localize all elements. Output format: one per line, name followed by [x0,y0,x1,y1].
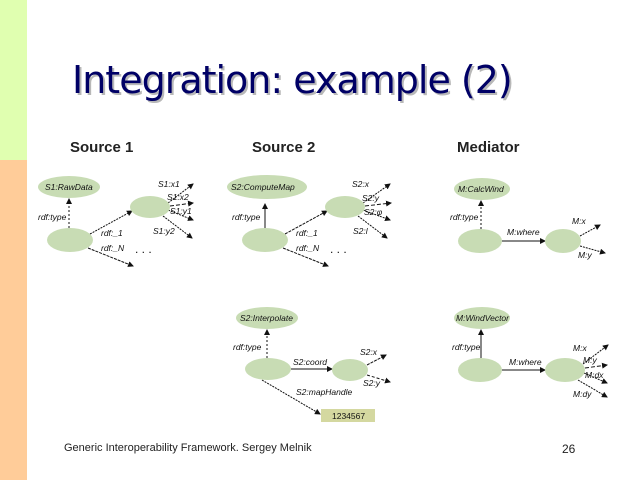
edge-label: rdf:_1 [101,228,123,238]
source2-graph: S2:ComputeMap rdf:type rdf:_1 rdf:_N . .… [227,175,383,256]
class-label: S1:RawData [45,182,93,192]
literal-value: 1234567 [332,411,365,421]
side-band-bottom [0,160,27,480]
edge-label: S1:y2 [153,226,175,236]
ellipsis: . . . [135,242,152,256]
edge-label: S2:x [360,347,378,357]
side-band-top [0,0,27,160]
class-node [454,307,510,329]
edge-label: S2:φ [364,207,383,217]
edge-label: S2:x [352,179,370,189]
class-node [236,307,298,329]
source1-graph: S1:RawData rdf:type rdf:_1 rdf:_N . . . … [38,176,192,256]
slide-title: Integration: example (2) [72,58,513,102]
edge-label: rdf:type [452,342,481,352]
edge-label: rdf:_1 [296,228,318,238]
edge-label: S1:y1 [170,206,192,216]
edge-label: M:where [507,227,540,237]
edge-label: M:x [572,216,586,226]
column-heading-source1: Source 1 [70,139,134,156]
edge-label: M:y [578,250,592,260]
blank-node [332,359,368,381]
edge-label: S2:coord [293,357,327,367]
edge-label: M:dx [585,370,604,380]
edge-label: S2:mapHandle [296,387,353,397]
edge-label: S2:l [353,226,369,236]
mediator-graph: M:CalcWind rdf:type M:where M:x M:y [450,178,592,260]
blank-node [245,358,291,380]
class-label: M:CalcWind [458,184,504,194]
class-node [227,175,307,199]
ellipsis: . . . [330,242,347,256]
page-number: 26 [562,442,576,456]
edge-label: M:dy [573,389,592,399]
class-node [38,176,100,198]
blank-node [242,228,288,252]
edge-label: S2:y [363,378,381,388]
blank-node [130,196,170,218]
column-heading-source2: Source 2 [252,139,316,156]
edge-label: M:where [509,357,542,367]
footer-text: Generic Interoperability Framework. Serg… [64,442,312,454]
blank-node [325,196,365,218]
class-label: M:WindVector [456,313,510,323]
edge-label: M:x [573,343,587,353]
edge-label: rdf:type [38,212,67,222]
blank-node [545,229,581,253]
blank-node [47,228,93,252]
column-heading-mediator: Mediator [457,139,520,156]
class-label: S2:Interpolate [240,313,293,323]
class-node [454,178,510,200]
edge-label: rdf:type [232,212,261,222]
edge-label: rdf:_N [296,243,320,253]
windvector-graph: M:WindVector rdf:type M:where M:x M:y M:… [452,307,604,399]
class-label: S2:ComputeMap [231,182,295,192]
interpolate-graph: S2:Interpolate rdf:type S2:coord S2:x S2… [233,307,381,422]
blank-node [545,358,585,382]
blank-node [458,358,502,382]
edge-label: S1:x1 [158,179,180,189]
edge-label: rdf:type [450,212,479,222]
blank-node [458,229,502,253]
edge-label: S2:y [362,193,380,203]
edge-label: S1:x2 [167,192,189,202]
edge-label: rdf:_N [101,243,125,253]
literal-box [321,409,375,422]
edge-label: M:y [583,355,597,365]
edge-label: rdf:type [233,342,262,352]
